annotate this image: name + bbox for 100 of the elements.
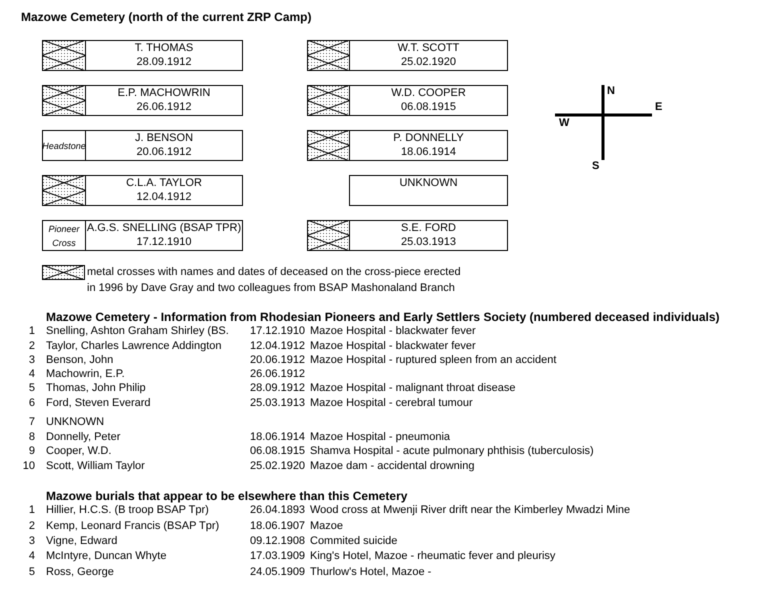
deceased-name: Benson, John [46,354,114,367]
death-date: 25.02.1920 [250,460,306,473]
row-number: 3 [28,535,35,548]
death-date: 09.12.1908 [250,535,306,548]
death-details: Commited suicide [310,535,398,548]
grave-plot [349,220,508,251]
deceased-name: Snelling, Ashton Graham Shirley (BS. [46,325,229,338]
page-title: Mazowe Cemetery (north of the current ZRP Camp) [21,10,312,24]
deceased-name: T. THOMAS [134,41,194,55]
deceased-name: E.P. MACHOWRIN [116,86,212,100]
deceased-name: A.G.S. SNELLING (BSAP TPR) [86,221,242,235]
crossed-box-icon [42,40,86,71]
deceased-name: W.D. COOPER [390,86,467,100]
grave-plot [85,220,243,251]
row-number: 9 [28,445,35,458]
grave-plot [85,85,243,116]
burial-date: 25.02.1920 [400,55,458,69]
row-number: 4 [28,550,35,563]
row-number: 5 [28,566,35,579]
crossed-box-icon [42,85,86,116]
death-details: Mazoe dam - accidental drowning [310,460,474,473]
death-date: 12.04.1912 [250,340,306,353]
row-number: 2 [28,340,35,353]
row-number: 2 [28,520,35,533]
deceased-name: UNKNOWN [46,416,104,429]
compass-letter: S [592,160,600,173]
death-date: 20.06.1912 [250,354,306,367]
compass-letter: E [655,101,662,114]
death-date: 26.06.1912 [250,368,306,381]
grave-plot [349,175,508,206]
grave-plot [85,175,243,206]
deceased-name: Taylor, Charles Lawrence Addington [46,340,222,353]
death-date: 28.09.1912 [250,382,306,395]
burial-date: 20.06.1912 [135,145,193,159]
crossed-box-icon [307,85,350,116]
grave-plot [349,85,508,116]
row-number: 8 [28,431,35,444]
deceased-name: Machowrin, E.P. [46,368,125,381]
burial-date: 28.09.1912 [135,55,193,69]
death-details: Wood cross at Mwenji River drift near the Kimberley Mwadzi Mine [310,504,630,517]
legend-text: metal crosses with names and dates of deceased on the cross-piece erected in 1996 by Dave Gray and two colleagues from BSAP Mashonaland Branch [87,265,462,296]
row-number: 6 [28,397,35,410]
burial-date: 26.06.1912 [135,100,193,114]
death-date: 17.03.1909 [250,550,306,563]
grave-plot [349,40,508,71]
death-details: Mazoe Hospital - malignant throat disease [310,382,516,395]
deceased-name: Scott, William Taylor [46,460,145,473]
deceased-name: UNKNOWN [398,176,459,190]
burial-date: 17.12.1910 [135,235,193,249]
burial-date: 18.06.1914 [400,145,458,159]
death-details: Mazoe Hospital - blackwater fever [310,325,476,338]
deceased-name: Hillier, H.C.S. (B troop BSAP Tpr) [46,504,209,517]
death-date: 26.04.1893 [250,504,306,517]
row-number: 1 [28,325,35,338]
death-details: Mazoe Hospital - ruptured spleen from an accident [310,354,556,367]
deceased-name: P. DONNELLY [392,131,465,145]
row-number: 3 [28,354,35,367]
burial-date: 06.08.1915 [400,100,458,114]
row-number: 4 [28,368,35,381]
crossed-box-icon [307,130,350,161]
deceased-name: Donnelly, Peter [46,431,120,444]
death-details: King's Hotel, Mazoe - rheumatic fever and pleurisy [310,550,556,563]
compass-letter: N [607,85,615,98]
grave-plot [85,130,243,161]
deceased-name: Kemp, Leonard Francis (BSAP Tpr) [46,520,220,533]
crossed-box-icon [307,220,350,251]
row-number: 1 [28,504,35,517]
deceased-name: S.E. FORD [400,221,457,235]
death-details: Mazoe [310,520,344,533]
grave-marker: Pioneer Cross [42,220,86,251]
death-date: 06.08.1915 [250,445,306,458]
deceased-name: Cooper, W.D. [46,445,112,458]
death-date: 24.05.1909 [250,566,306,579]
death-date: 18.06.1914 [250,431,306,444]
row-number: 7 [28,416,35,429]
table-heading: Mazowe Cemetery - Information from Rhodesian Pioneers and Early Settlers Society (numbered deceased individuals) [46,310,720,324]
deceased-name: McIntyre, Duncan Whyte [46,550,166,563]
row-number: 10 [22,460,35,473]
deceased-name: J. BENSON [134,131,194,145]
deceased-name: Ford, Steven Everard [46,397,151,410]
deceased-name: Vigne, Edward [46,535,118,548]
grave-plot [349,130,508,161]
grave-plot [85,40,243,71]
death-date: 25.03.1913 [250,397,306,410]
table-heading: Mazowe burials that appear to be elsewhere than this Cemetery [46,489,408,503]
grave-marker: Headstone [42,130,86,161]
crossed-box-icon [42,175,86,206]
death-details: Thurlow's Hotel, Mazoe - [310,566,432,579]
death-details: Mazoe Hospital - blackwater fever [310,340,476,353]
death-date: 17.12.1910 [250,325,306,338]
burial-date: 12.04.1912 [135,190,193,204]
death-date: 18.06.1907 [250,520,306,533]
deceased-name: Thomas, John Philip [46,382,146,395]
compass-letter: W [559,117,570,130]
death-details: Mazoe Hospital - cerebral tumour [310,397,473,410]
row-number: 5 [28,382,35,395]
crossed-box-icon [307,40,350,71]
death-details: Shamva Hospital - acute pulmonary phthisis (tuberculosis) [310,445,594,458]
deceased-name: C.L.A. TAYLOR [125,176,203,190]
deceased-name: Ross, George [46,566,114,579]
